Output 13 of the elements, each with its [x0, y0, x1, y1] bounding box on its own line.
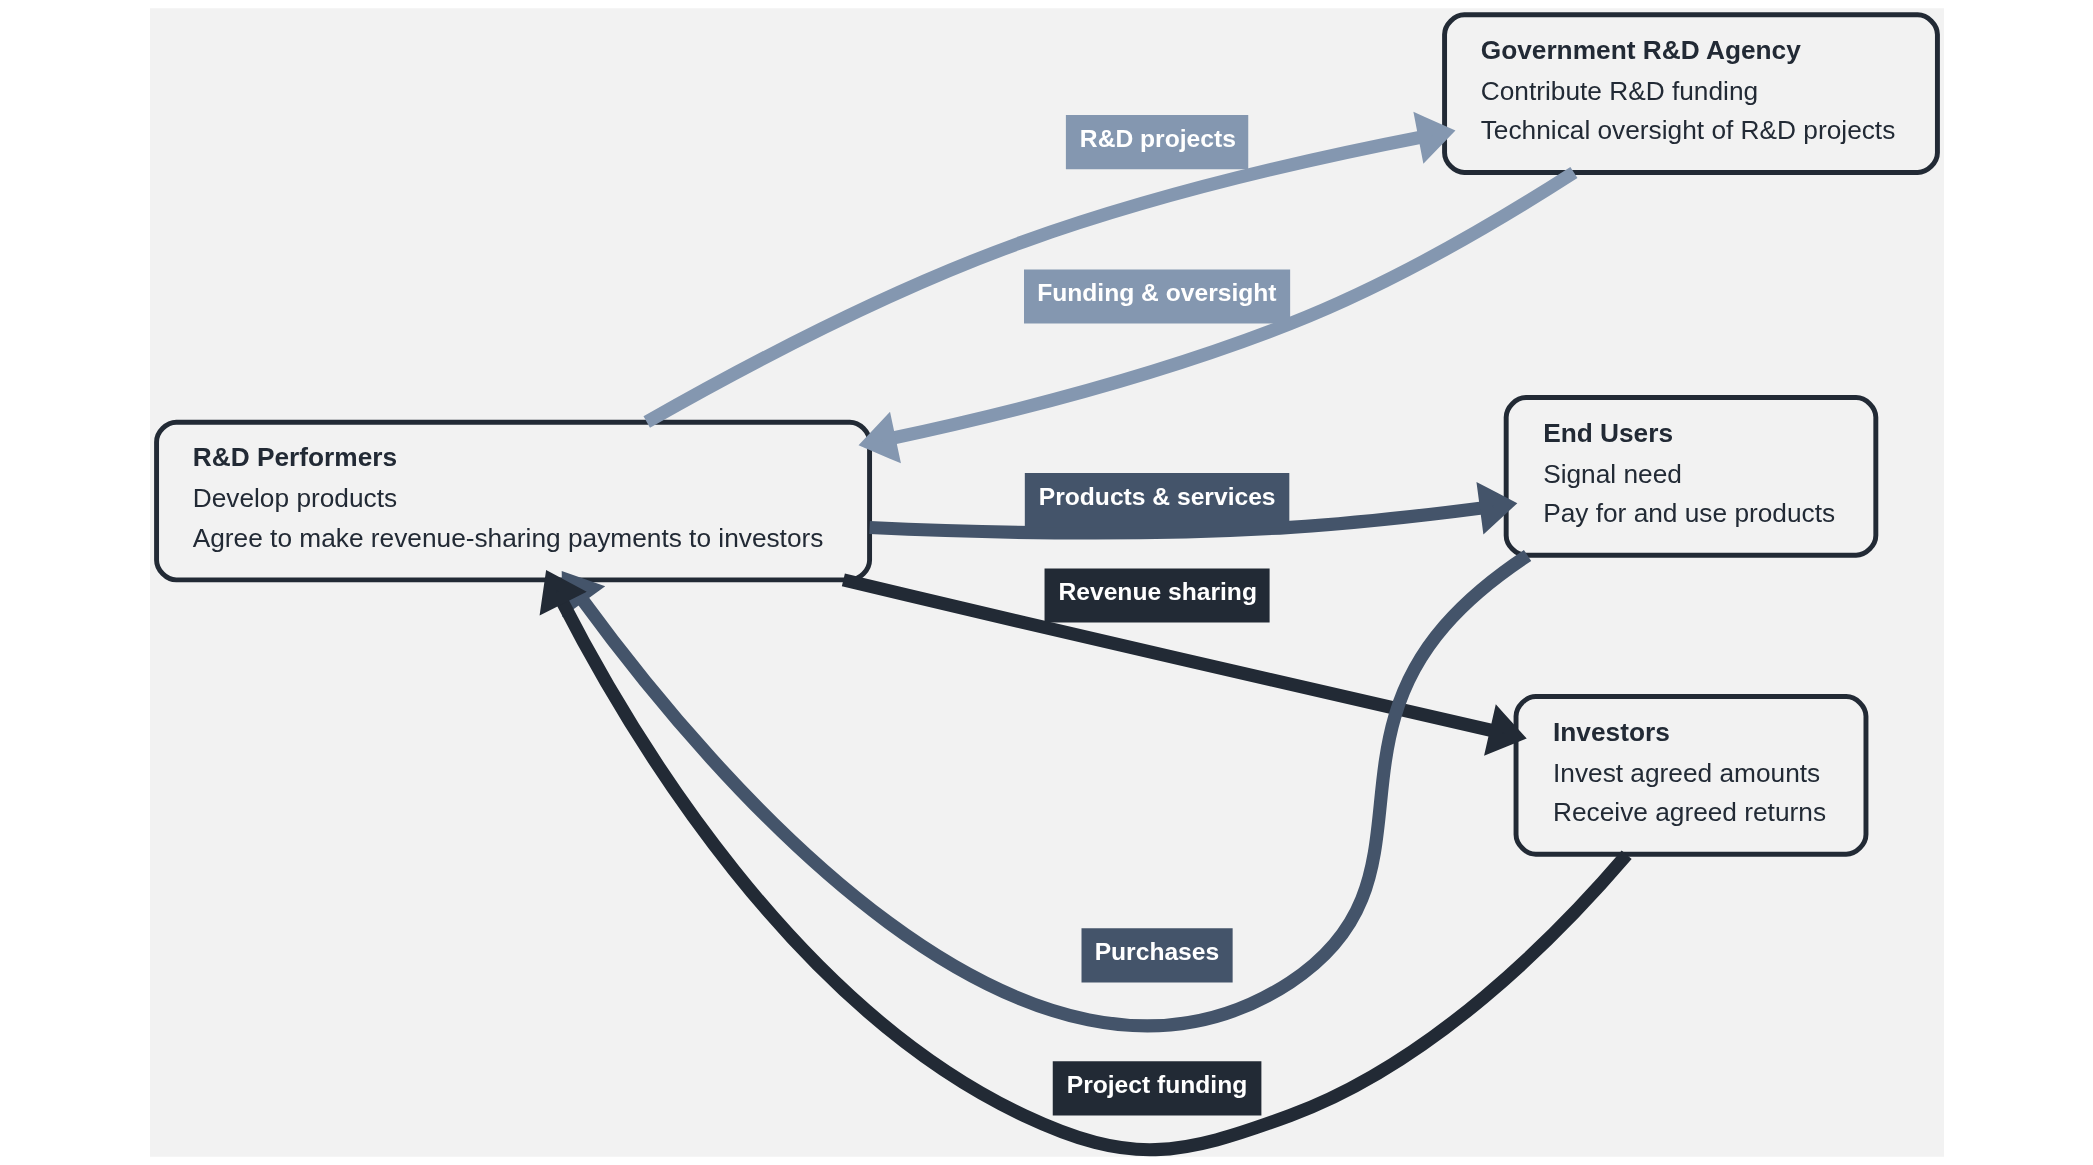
- arrow: [841, 573, 1527, 756]
- edge-label: Project funding: [1066, 1071, 1247, 1099]
- node-box: Investors Invest agreed amounts Receive agreed returns: [1513, 694, 1868, 857]
- node-box: End Users Signal need Pay for and use products: [1503, 395, 1878, 558]
- edge-label: Purchases: [1094, 938, 1219, 966]
- edge-label: R&D projects: [1079, 125, 1236, 152]
- edge-label: Products & services: [1038, 483, 1276, 511]
- arrow: [858, 166, 1577, 464]
- edge-label: Funding & oversight: [1036, 279, 1277, 307]
- node-box: Government R&D Agency Contribute R&D funding Technical oversight of R&D projects: [1441, 12, 1940, 175]
- arrow: [868, 482, 1517, 540]
- edge-label: Revenue sharing: [1058, 578, 1257, 606]
- node-box: R&D Performers Develop products Agree to make revenue-sharing payments to investors: [153, 419, 872, 583]
